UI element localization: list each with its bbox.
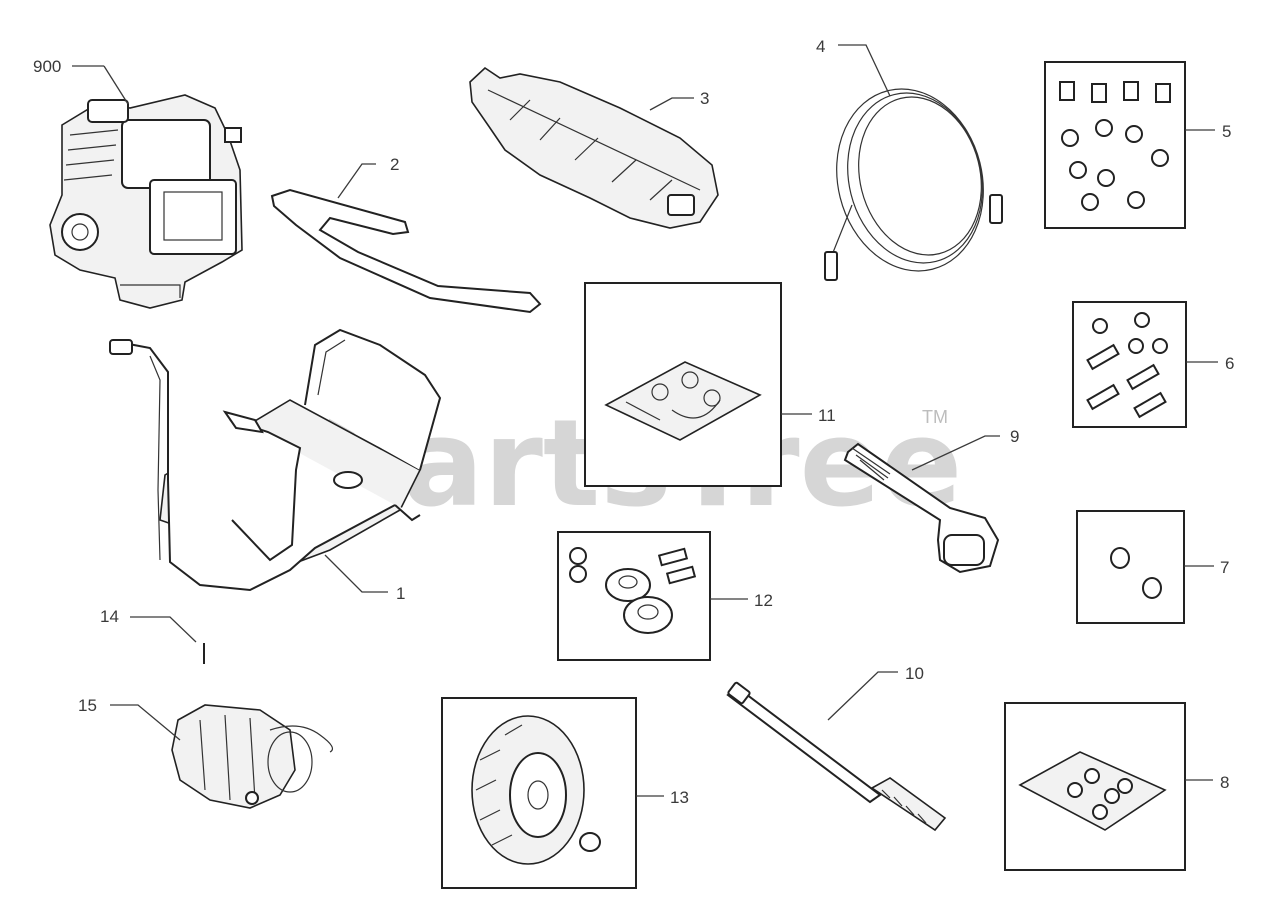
callout-3: 3 [700,89,709,108]
part-900-engine[interactable] [49,94,243,309]
watermark-trademark: TM [922,407,948,427]
part-13-kit-box[interactable] [441,697,637,889]
part-8-kit-box[interactable] [1004,702,1186,871]
part-1-frame[interactable] [109,328,442,592]
part-10-wand[interactable] [726,681,947,832]
callout-900: 900 [33,57,61,76]
part-2-bar[interactable] [270,188,542,314]
part-9-spray-gun[interactable] [843,442,1000,574]
callout-14: 14 [100,607,119,626]
callout-7: 7 [1220,558,1229,577]
callout-11: 11 [818,406,836,425]
callout-2: 2 [390,155,399,174]
part-4-hose[interactable] [818,73,1003,286]
callout-6: 6 [1225,354,1234,373]
part-6-kit-box[interactable] [1072,301,1187,428]
callout-10: 10 [905,664,924,683]
part-3-shroud[interactable] [469,66,719,229]
callout-8: 8 [1220,773,1229,792]
callout-1: 1 [396,584,405,603]
callout-4: 4 [816,37,825,56]
callout-5: 5 [1222,122,1231,141]
part-7-kit-box[interactable] [1076,510,1185,624]
callout-9: 9 [1010,427,1019,446]
callout-12: 12 [754,591,773,610]
callout-15: 15 [78,696,97,715]
part-11-kit-box[interactable] [584,282,782,487]
callout-13: 13 [670,788,689,807]
part-5-kit-box[interactable] [1044,61,1186,229]
part-12-kit-box[interactable] [557,531,711,661]
part-15-pump[interactable] [171,704,333,809]
